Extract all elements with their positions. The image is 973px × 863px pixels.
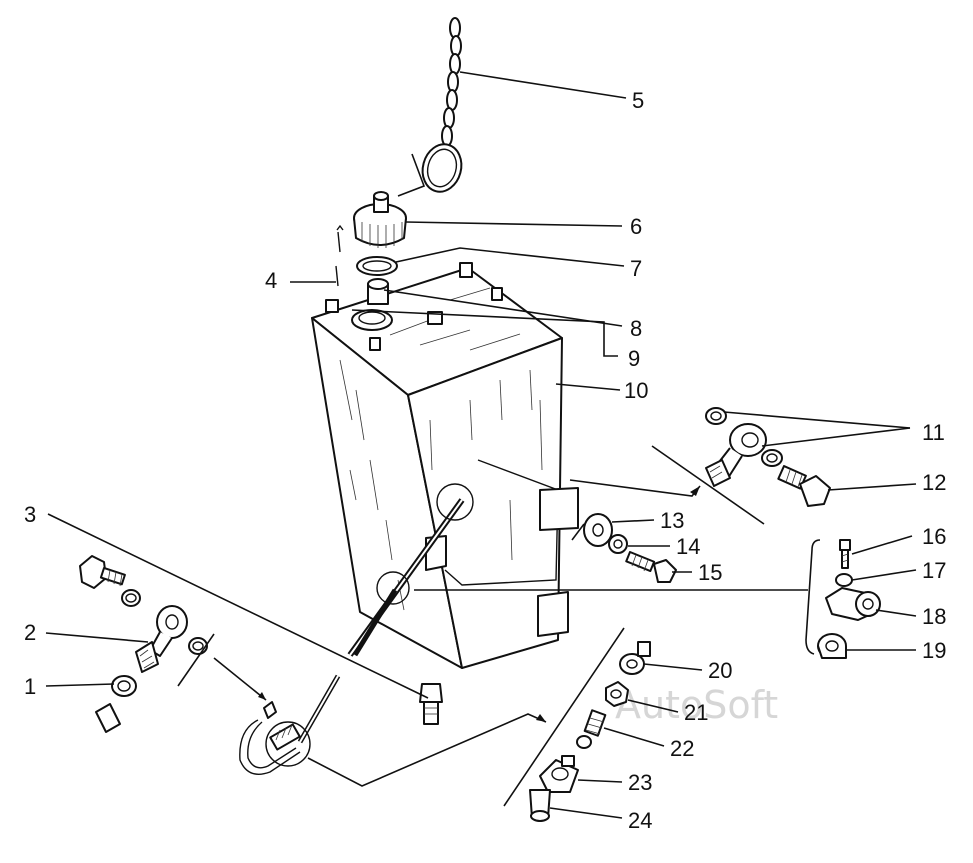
callout-4: 4	[265, 268, 277, 293]
pipe-clip	[269, 723, 301, 751]
sleeve	[95, 703, 121, 733]
callout-1: 1	[24, 674, 36, 699]
chain-and-ring	[421, 17, 463, 193]
callout-8: 8	[630, 316, 642, 341]
top-fitting	[459, 262, 473, 278]
callout-10: 10	[624, 378, 648, 403]
clip-screw	[263, 701, 277, 719]
union-nut	[111, 675, 137, 697]
callout-7: 7	[630, 256, 642, 281]
filler-neck	[351, 309, 393, 331]
split-pin	[335, 224, 344, 287]
sealing-washer-right	[188, 637, 208, 655]
clamp-body	[825, 587, 881, 621]
callout-23: 23	[628, 770, 652, 795]
callout-22: 22	[670, 736, 694, 761]
clamp-assembly	[414, 539, 881, 659]
callout-3: 3	[24, 502, 36, 527]
banjo-bolt-right	[777, 464, 831, 507]
nozzle-24	[529, 789, 551, 822]
banjo-assembly-left	[79, 555, 215, 733]
banjo-assembly-right	[569, 407, 831, 525]
banjo-fitting	[135, 605, 188, 673]
drain-fitting	[419, 683, 443, 725]
top-fitting	[325, 299, 339, 313]
banjo-fitting-right	[705, 423, 767, 487]
nut-21	[605, 681, 629, 707]
top-fitting	[491, 287, 503, 301]
valve-body-23	[539, 755, 579, 793]
mount-plate-lower	[537, 591, 569, 637]
return-pipe	[352, 588, 398, 657]
callout-24: 24	[628, 808, 652, 833]
screw-22	[576, 709, 607, 749]
fitting-20	[619, 641, 651, 675]
callout-2: 2	[24, 620, 36, 645]
detail-circle-lower	[376, 571, 410, 605]
callout-16: 16	[922, 524, 946, 549]
callout-9: 9	[628, 346, 640, 371]
leader-lines	[45, 71, 917, 819]
mounting-bolt	[625, 551, 677, 583]
top-fitting	[427, 311, 443, 325]
callout-13: 13	[660, 508, 684, 533]
callout-labels: 1 2 3 4 5 6 7 8 9 10 11 12 13 14 15 16 1…	[24, 88, 946, 833]
clamp-insert	[817, 633, 847, 659]
fuel-line-clip-assembly	[213, 657, 547, 787]
detail-circle-clip	[265, 721, 311, 767]
callout-21: 21	[684, 700, 708, 725]
clamp-screw	[839, 539, 851, 569]
mounting-hardware	[571, 513, 677, 583]
washer-11b	[761, 449, 783, 467]
spring-washer	[608, 534, 628, 554]
callout-6: 6	[630, 214, 642, 239]
plain-washer	[583, 513, 613, 547]
mount-plate-upper	[539, 487, 579, 531]
valve-assembly	[503, 627, 651, 822]
top-fitting	[369, 337, 381, 351]
callout-19: 19	[922, 638, 946, 663]
filler-filter	[367, 278, 389, 305]
callout-17: 17	[922, 558, 946, 583]
watermark: AutoSoft	[615, 683, 778, 727]
sealing-washer	[121, 589, 141, 607]
chain-ring	[421, 143, 463, 193]
fuel-tank	[311, 262, 579, 669]
callout-18: 18	[922, 604, 946, 629]
filler-cap	[353, 191, 407, 248]
callout-11: 11	[922, 420, 945, 445]
tank-cutaway	[444, 459, 559, 586]
callout-20: 20	[708, 658, 732, 683]
callout-14: 14	[676, 534, 700, 559]
chain	[441, 17, 462, 147]
callout-12: 12	[922, 470, 946, 495]
hollow-bolt	[79, 555, 126, 589]
gasket-ring	[356, 256, 398, 276]
clamp-washer	[835, 573, 853, 587]
callout-15: 15	[698, 560, 722, 585]
detail-circle-upper	[436, 483, 474, 521]
tank-right-face	[407, 337, 563, 669]
callout-5: 5	[632, 88, 644, 113]
washer-11a	[705, 407, 727, 425]
